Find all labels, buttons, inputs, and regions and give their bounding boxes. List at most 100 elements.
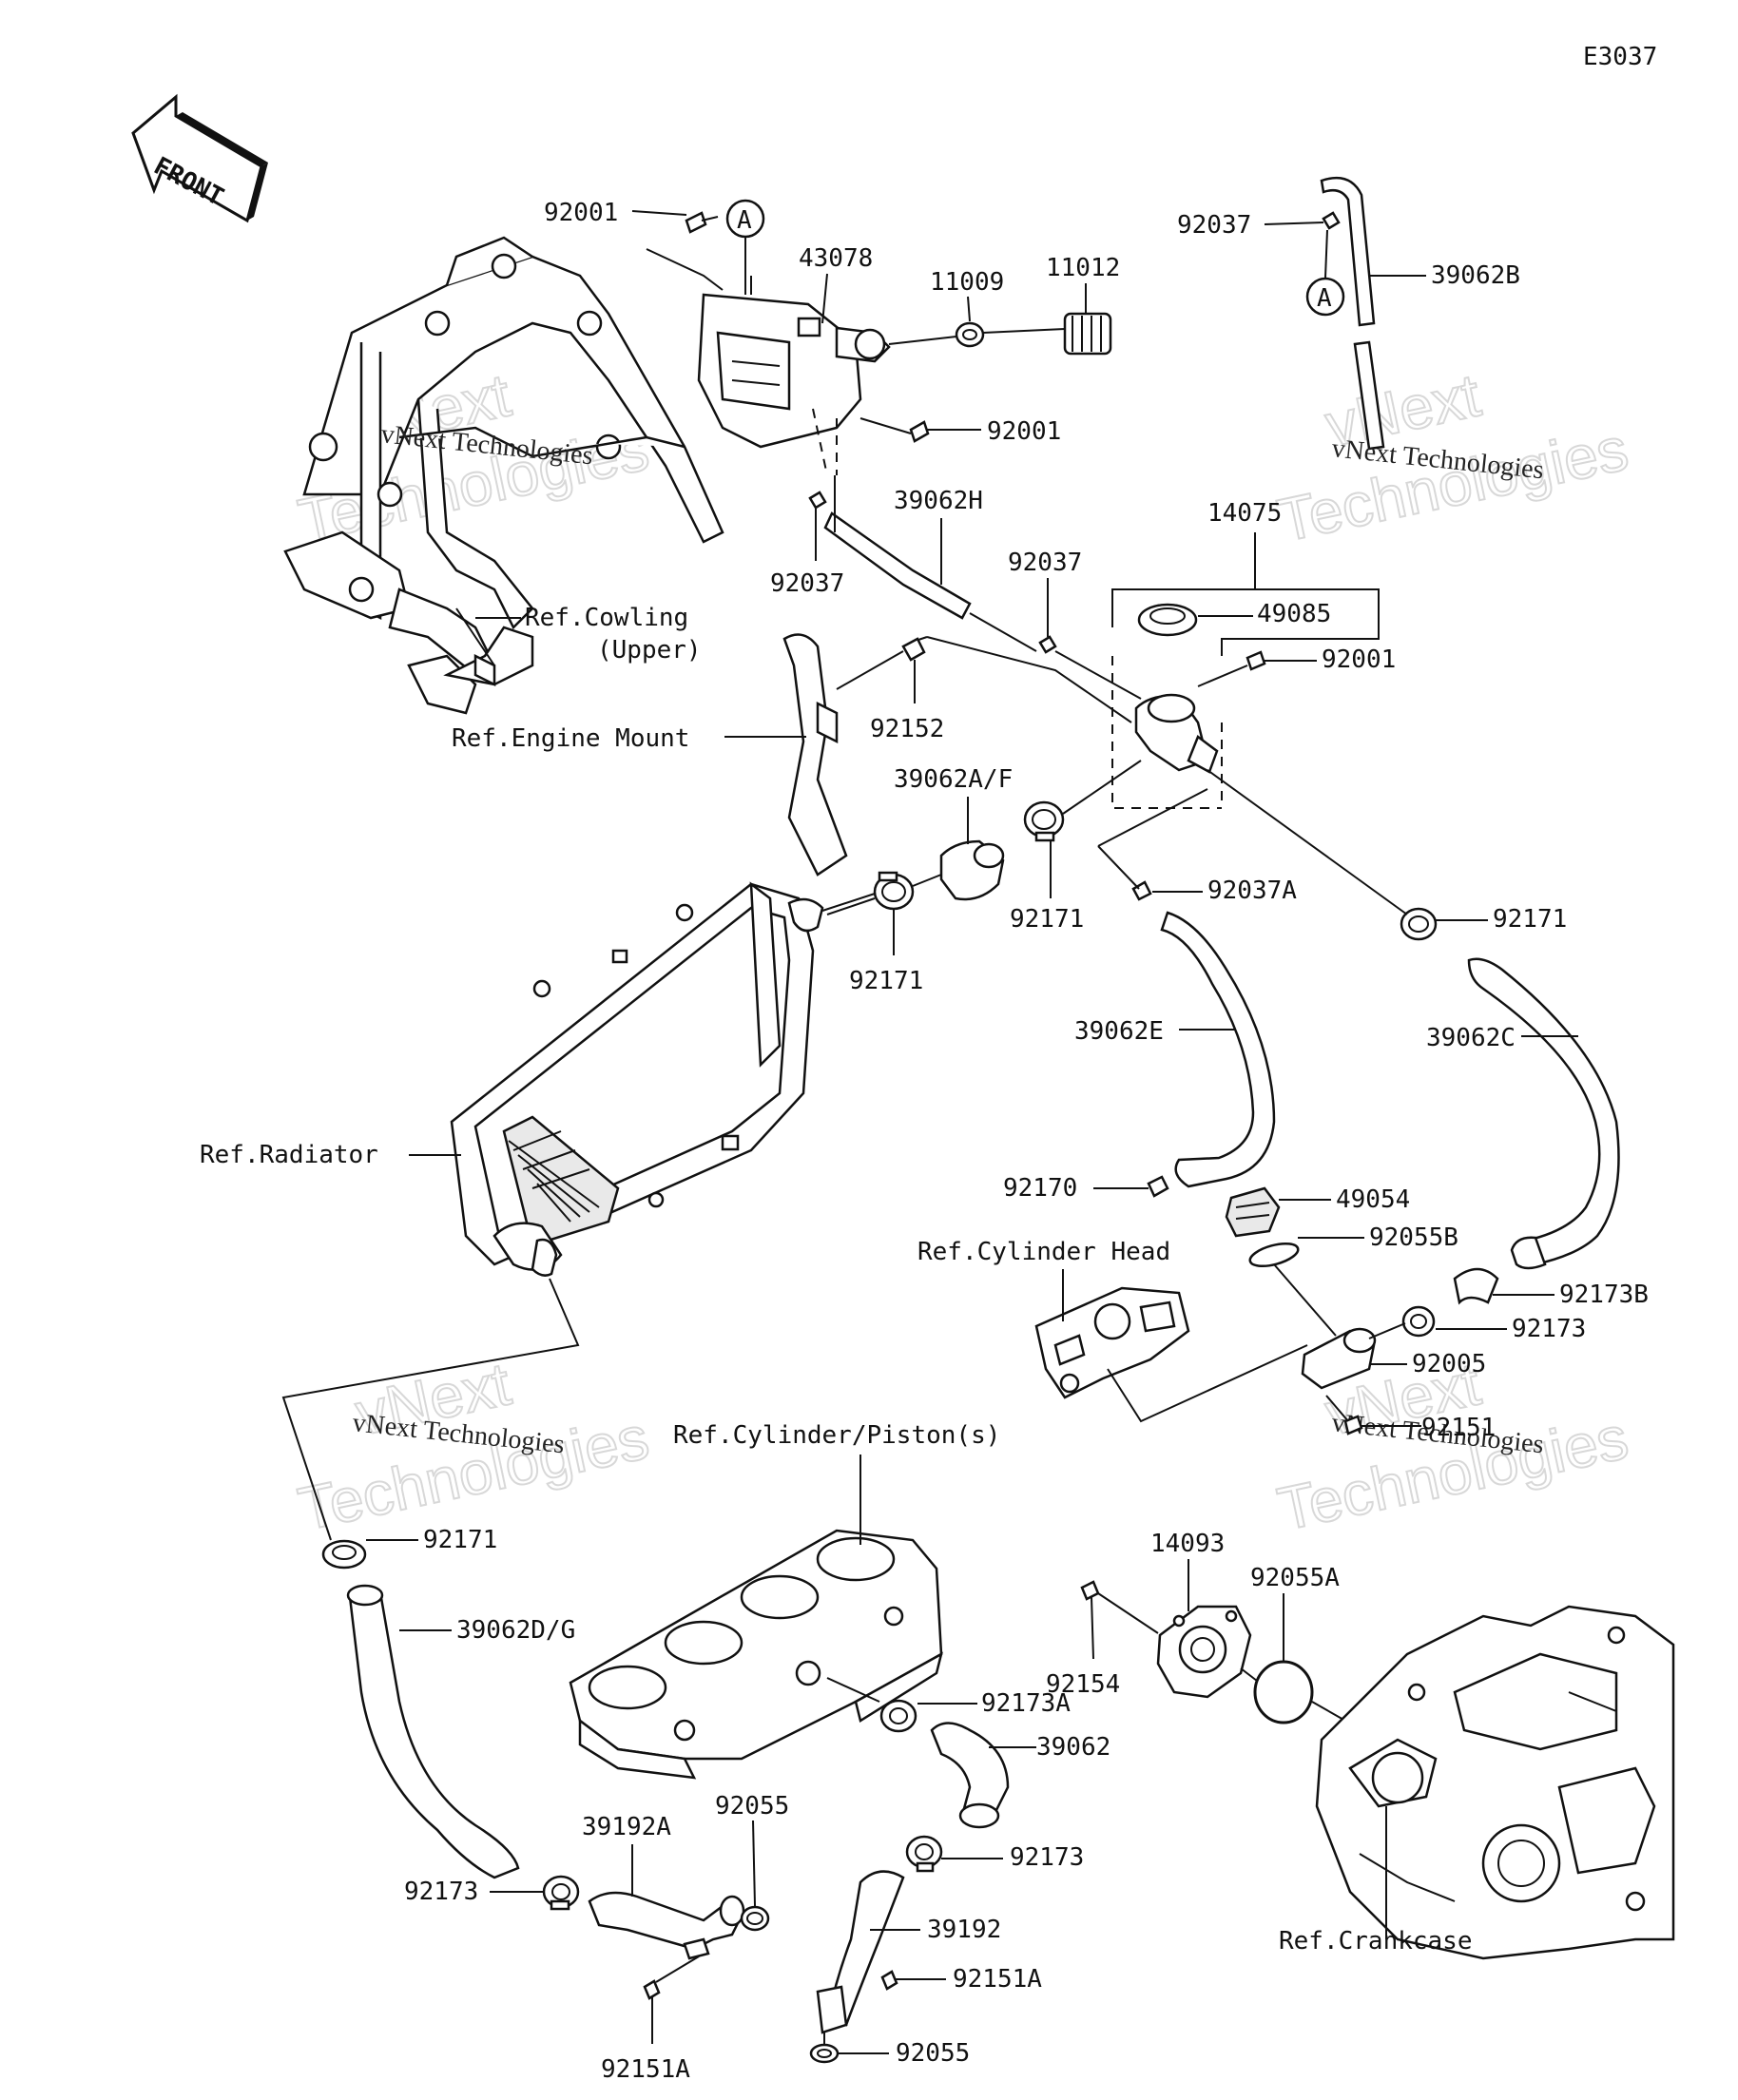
label-92037-left: 92037 xyxy=(770,569,844,598)
hose-39062B-upper xyxy=(1320,176,1376,327)
callout-a-tank: A xyxy=(725,199,765,295)
bolt-92001-mid xyxy=(909,420,930,443)
fitting-92005 xyxy=(1301,1327,1377,1390)
label-92171-center: 92171 xyxy=(1010,905,1084,934)
bolt-92151A-right xyxy=(880,1970,898,1991)
label-39192A: 39192A xyxy=(582,1813,671,1841)
label-92170: 92170 xyxy=(1003,1174,1077,1203)
bolt-92151 xyxy=(1325,1395,1363,1435)
label-ref-cowling: Ref.Cowling xyxy=(525,604,688,632)
label-39062A-F: 39062A/F xyxy=(894,765,1013,794)
hose-39062A-F xyxy=(939,839,1005,901)
label-92151: 92151 xyxy=(1421,1414,1496,1442)
clip-92037-center xyxy=(1038,635,1057,654)
svg-text:A: A xyxy=(1317,284,1332,313)
label-92173B: 92173B xyxy=(1559,1281,1649,1309)
label-ref-engine-mount: Ref.Engine Mount xyxy=(452,724,689,753)
hose-39062E xyxy=(1160,911,1276,1188)
thermostat-housing-14075 xyxy=(1134,693,1219,774)
label-92171-bottom-left: 92171 xyxy=(423,1526,497,1554)
label-92037-top-right: 92037 xyxy=(1177,211,1251,240)
callout-a-hose: A xyxy=(1305,229,1345,317)
clamp-92173B xyxy=(1453,1267,1499,1305)
gasket-11009 xyxy=(955,321,985,348)
cap-49085 xyxy=(1137,603,1198,637)
hose-39062H xyxy=(823,511,972,620)
label-14075: 14075 xyxy=(1207,499,1282,528)
bolt-92001-right xyxy=(1246,650,1266,671)
label-92171-left: 92171 xyxy=(849,967,923,995)
label-92151A-bottom: 92151A xyxy=(601,2055,690,2084)
hose-39062C xyxy=(1467,957,1620,1266)
bolt-92154 xyxy=(1080,1580,1100,1660)
label-11012: 11012 xyxy=(1046,254,1120,282)
cylinder-block xyxy=(569,1529,943,1780)
cap-11012 xyxy=(1063,312,1112,356)
thermostat-49054 xyxy=(1225,1186,1281,1238)
o-ring-92055-middle xyxy=(740,1905,770,1932)
radiator xyxy=(450,881,824,1277)
label-92001-top: 92001 xyxy=(544,199,618,227)
watermark-big-technologies: Technologies xyxy=(1272,414,1633,555)
o-ring-92055-bottom xyxy=(809,2043,840,2064)
cylinder-head xyxy=(1034,1286,1190,1399)
label-92154: 92154 xyxy=(1046,1670,1120,1699)
clamp-92171-bottom-left xyxy=(321,1539,367,1570)
label-39192: 39192 xyxy=(927,1916,1001,1944)
clamp-92173A xyxy=(879,1699,917,1733)
water-pump-cover-14093 xyxy=(1156,1605,1252,1699)
label-ref-crankcase: Ref.Crankcase xyxy=(1279,1927,1473,1956)
reservoir-tank-43078 xyxy=(697,276,891,449)
clamp-92171-right xyxy=(1400,907,1438,941)
clamp-92173-bottom-left xyxy=(542,1875,580,1911)
label-92037-center: 92037 xyxy=(1008,549,1082,577)
diagram-id: E3037 xyxy=(1583,43,1657,71)
label-92037A: 92037A xyxy=(1207,877,1297,905)
clamp-92173-bottom-mid xyxy=(905,1835,943,1873)
label-92055B: 92055B xyxy=(1369,1223,1458,1252)
label-39062B: 39062B xyxy=(1431,261,1520,290)
label-39062C: 39062C xyxy=(1426,1024,1516,1052)
label-ref-cylinder-head: Ref.Cylinder Head xyxy=(917,1238,1170,1266)
pipe-39192 xyxy=(816,1870,905,2034)
frame-ref-cowling xyxy=(283,236,724,715)
o-ring-92055A xyxy=(1253,1660,1314,1724)
clip-92037-left xyxy=(808,491,827,510)
engine-mount xyxy=(782,633,848,877)
clamp-92173-right xyxy=(1401,1305,1436,1338)
bolt-92001-top xyxy=(685,211,719,234)
label-39062: 39062 xyxy=(1036,1733,1110,1762)
hose-39062B-lower xyxy=(1353,340,1385,451)
clamp-92171-center xyxy=(1023,800,1065,842)
pipe-39192A xyxy=(588,1891,745,1960)
label-39062D-G: 39062D/G xyxy=(456,1616,575,1645)
label-11009: 11009 xyxy=(930,268,1004,297)
hose-39062-elbow xyxy=(930,1722,1010,1829)
label-ref-cylinder-piston: Ref.Cylinder/Piston(s) xyxy=(673,1421,1000,1450)
label-92173-bottom-mid: 92173 xyxy=(1010,1843,1084,1872)
label-ref-cowling-upper: (Upper) xyxy=(597,636,702,665)
label-92001-mid: 92001 xyxy=(987,417,1061,446)
label-92173-right: 92173 xyxy=(1512,1315,1586,1343)
collar-92152 xyxy=(901,637,926,662)
label-39062E: 39062E xyxy=(1074,1017,1164,1046)
clamp-92171-left xyxy=(873,871,915,911)
label-43078: 43078 xyxy=(799,244,873,273)
label-92055-middle: 92055 xyxy=(715,1792,789,1821)
label-92055-bottom: 92055 xyxy=(896,2039,970,2068)
clip-92037-top-right xyxy=(1322,211,1341,230)
hose-39062D-G xyxy=(346,1584,520,1879)
crankcase xyxy=(1315,1605,1675,1960)
label-92171-right: 92171 xyxy=(1493,905,1567,934)
label-92151A-right: 92151A xyxy=(953,1965,1042,1994)
gasket-92055B xyxy=(1248,1242,1300,1268)
front-arrow-icon: FRONT xyxy=(131,93,268,223)
label-92005: 92005 xyxy=(1412,1350,1486,1378)
clip-92170 xyxy=(1147,1175,1169,1198)
label-92173A: 92173A xyxy=(981,1689,1071,1718)
bolt-92151A-bottom xyxy=(643,1979,661,2044)
label-92055A: 92055A xyxy=(1250,1564,1340,1592)
label-ref-radiator: Ref.Radiator xyxy=(200,1141,378,1169)
